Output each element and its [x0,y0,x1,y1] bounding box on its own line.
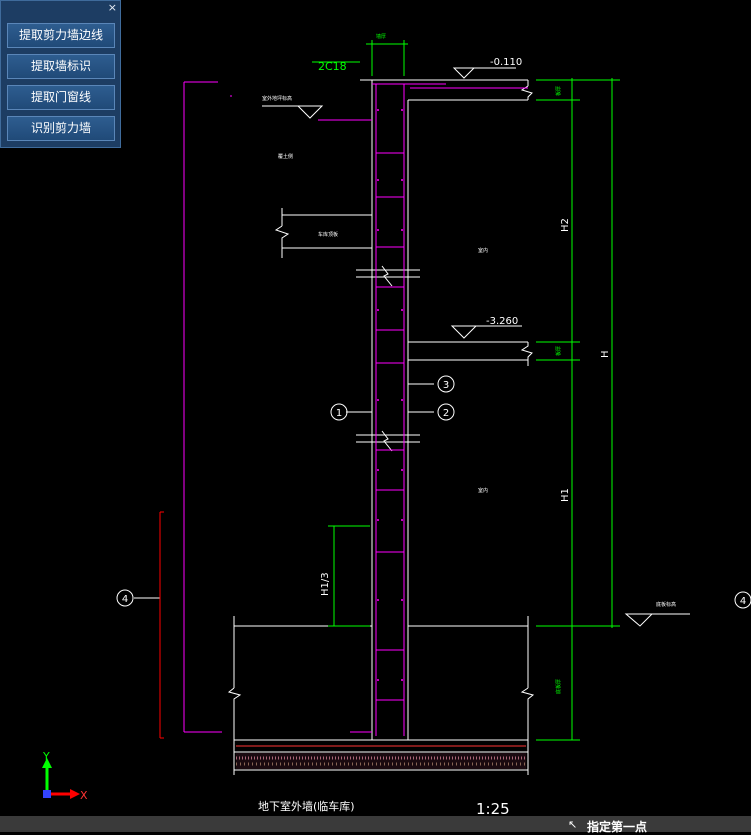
dimension-text-small: 墙厚 板厚 板厚 底板厚 [376,33,562,694]
svg-text:板厚: 板厚 [555,346,562,356]
axis-y-label: Y [42,750,50,763]
elevation-mid-label: -3.260 [486,316,518,327]
extract-wall-label-button[interactable]: 提取墙标识 [7,54,115,79]
dim-h1-label: H1 [560,488,571,502]
svg-text:室内: 室内 [478,487,488,494]
callout-2: 2 [437,403,455,421]
cursor-prompt-icon: ↖ [568,818,578,831]
svg-text:2: 2 [443,408,449,419]
svg-text:1: 1 [336,408,342,419]
callout-3: 3 [437,375,455,393]
svg-text:覆土侧: 覆土侧 [278,153,293,160]
identify-shear-wall-button[interactable]: 识别剪力墙 [7,116,115,141]
tool-panel: × 提取剪力墙边线 提取墙标识 提取门窗线 识别剪力墙 [0,0,121,148]
axis-x-label: X [80,789,88,802]
svg-text:室外地坪标高: 室外地坪标高 [262,95,292,102]
rebar-lines [183,81,528,736]
svg-text:底板标高: 底板标高 [656,601,676,608]
svg-text:室内: 室内 [478,247,488,254]
command-prompt: 指定第一点 [587,820,648,834]
svg-text:3: 3 [443,380,449,391]
svg-text:4: 4 [740,596,746,607]
drawing-scale: 1:25 [476,800,510,818]
close-icon[interactable]: × [107,1,117,14]
room-labels: 室外地坪标高 覆土侧 车库顶板 室内 室内 底板标高 [262,95,676,608]
svg-text:墙厚: 墙厚 [376,33,386,40]
rebar-dots [377,109,403,681]
wall-outline [134,67,690,775]
dim-h2-label: H2 [560,218,571,232]
callout-4-right: 4 [734,591,751,609]
drawing-title: 地下室外墙(临车库) [258,799,355,813]
svg-text:4: 4 [122,594,128,605]
dimension-lines [312,40,620,741]
svg-text:底板厚: 底板厚 [555,679,562,694]
callout-1: 1 [330,403,348,421]
elevation-top-label: -0.110 [490,57,522,68]
rebar-label: 2C18 [318,60,347,73]
extract-door-window-button[interactable]: 提取门窗线 [7,85,115,110]
dim-h-label: H [600,350,611,358]
ucs-axis-icon: Y X [42,750,88,802]
command-bar[interactable] [0,816,751,832]
section-line [159,511,164,739]
callout-4-left: 4 [116,589,134,607]
svg-text:板厚: 板厚 [555,86,562,96]
dim-h1-3-label: H1/3 [320,572,331,596]
extract-shear-wall-edge-button[interactable]: 提取剪力墙边线 [7,23,115,48]
svg-text:车库顶板: 车库顶板 [318,231,338,238]
raft-fill [236,753,526,769]
